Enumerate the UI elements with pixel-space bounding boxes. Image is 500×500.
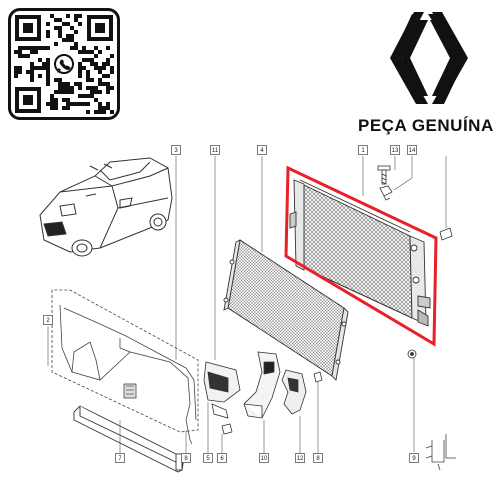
whatsapp-icon bbox=[54, 54, 74, 74]
callout-2: 2 bbox=[43, 315, 53, 325]
callout-3: 3 bbox=[171, 145, 181, 155]
callout-13: 13 bbox=[390, 145, 400, 155]
callout-1: 1 bbox=[358, 145, 368, 155]
right-duct-part bbox=[281, 369, 307, 415]
callout-number: 8 bbox=[184, 456, 188, 462]
vehicle-thumbnail bbox=[39, 157, 173, 257]
condenser-part bbox=[223, 239, 349, 381]
grommet-part bbox=[407, 349, 417, 359]
callout-8: 8 bbox=[313, 453, 323, 463]
callout-number: 1 bbox=[361, 148, 365, 154]
callout-4: 4 bbox=[257, 145, 267, 155]
callout-9: 9 bbox=[409, 453, 419, 463]
highlight-frame bbox=[284, 165, 438, 347]
callout-number: 11 bbox=[212, 148, 219, 154]
callout-number: 3 bbox=[174, 148, 178, 154]
callout-10: 10 bbox=[259, 453, 269, 463]
callout-number: 4 bbox=[260, 148, 264, 154]
callout-8: 8 bbox=[181, 453, 191, 463]
center-duct-part bbox=[243, 351, 281, 419]
callout-11: 11 bbox=[210, 145, 220, 155]
callout-number: 13 bbox=[392, 148, 399, 154]
callout-7: 7 bbox=[115, 453, 125, 463]
callout-14: 14 bbox=[407, 145, 417, 155]
callout-5: 5 bbox=[203, 453, 213, 463]
callout-number: 6 bbox=[220, 456, 224, 462]
air-guide-part bbox=[51, 289, 199, 445]
callout-number: 5 bbox=[206, 456, 210, 462]
left-duct-part bbox=[203, 361, 241, 419]
callout-number: 10 bbox=[261, 456, 268, 462]
genuine-part-label: PEÇA GENUÍNA bbox=[358, 116, 494, 135]
qr-code[interactable] bbox=[8, 8, 120, 120]
callout-12: 12 bbox=[295, 453, 305, 463]
clip-part bbox=[379, 185, 393, 201]
callout-number: 2 bbox=[46, 318, 50, 324]
callout-number: 14 bbox=[409, 148, 416, 154]
callout-6: 6 bbox=[217, 453, 227, 463]
callout-number: 12 bbox=[297, 456, 304, 462]
lower-deflector-part bbox=[73, 405, 185, 473]
callout-number: 9 bbox=[412, 456, 416, 462]
callout-number: 8 bbox=[316, 456, 320, 462]
bracket-clip-part bbox=[439, 227, 453, 241]
clip-detail-sketch bbox=[425, 434, 456, 471]
bolt-part bbox=[377, 165, 391, 185]
small-clip-part bbox=[221, 371, 323, 435]
radiator-part bbox=[289, 179, 431, 327]
callout-number: 7 bbox=[118, 456, 122, 462]
